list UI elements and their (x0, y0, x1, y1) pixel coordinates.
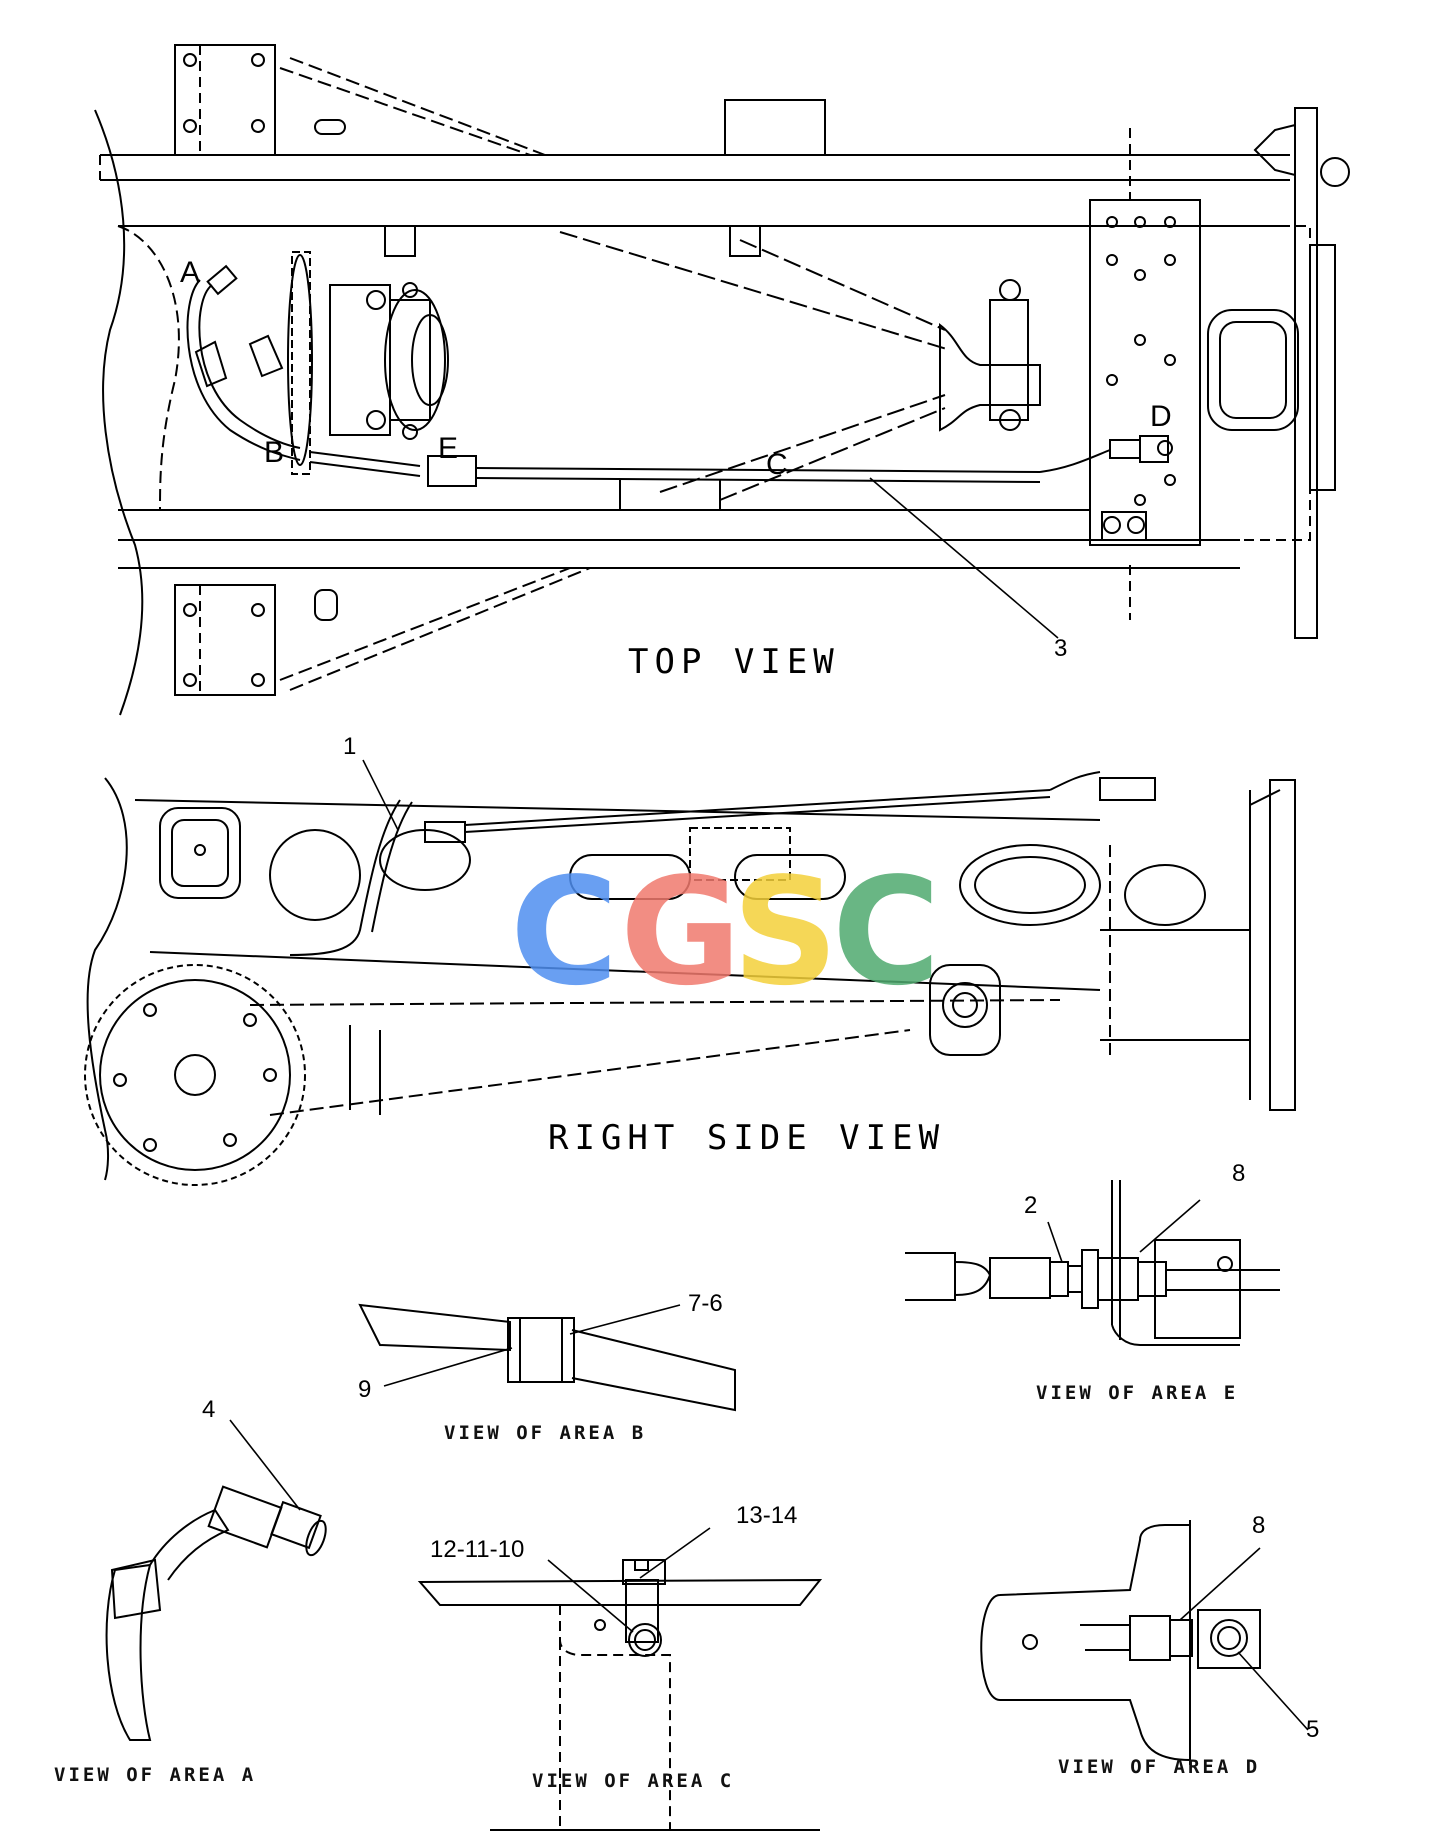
callout-8-area-e: 8 (1232, 1160, 1246, 1187)
area-d-detail (980, 1520, 1309, 1765)
callout-13-14: 13-14 (736, 1502, 798, 1529)
callout-1: 1 (343, 733, 357, 760)
area-letter-a: A (180, 256, 201, 289)
area-b-caption: VIEW OF AREA B (444, 1422, 647, 1444)
callout-5: 5 (1306, 1716, 1320, 1743)
area-letter-b: B (264, 436, 285, 469)
area-letter-d: D (1150, 400, 1172, 433)
top-view-drawing (94, 44, 1350, 716)
callout-8-area-d: 8 (1252, 1512, 1266, 1539)
callout-7-6: 7-6 (688, 1290, 723, 1317)
area-c-caption: VIEW OF AREA C (532, 1770, 735, 1792)
callout-3: 3 (1054, 635, 1068, 662)
watermark-letter: S (732, 846, 839, 1018)
area-c-detail (417, 1527, 823, 1831)
area-e-caption: VIEW OF AREA E (1036, 1382, 1239, 1404)
watermark-letter: C (832, 846, 941, 1018)
right-side-view-title: RIGHT SIDE VIEW (548, 1118, 946, 1158)
area-a-caption: VIEW OF AREA A (54, 1764, 257, 1786)
callout-9: 9 (358, 1376, 372, 1403)
callout-12-11-10: 12-11-10 (430, 1536, 525, 1563)
area-d-caption: VIEW OF AREA D (1058, 1756, 1261, 1778)
watermark-letter: C (510, 846, 619, 1018)
area-letter-e: E (438, 432, 459, 465)
area-b-detail (358, 1303, 736, 1412)
area-e-detail (905, 1180, 1280, 1346)
callout-2: 2 (1024, 1192, 1038, 1219)
right-side-view-drawing (84, 759, 1296, 1186)
top-view-title: TOP VIEW (628, 642, 840, 682)
callout-4: 4 (202, 1396, 216, 1423)
area-a-detail (105, 1419, 327, 1741)
watermark-letter: G (620, 846, 742, 1018)
area-letter-c: C (766, 448, 788, 481)
